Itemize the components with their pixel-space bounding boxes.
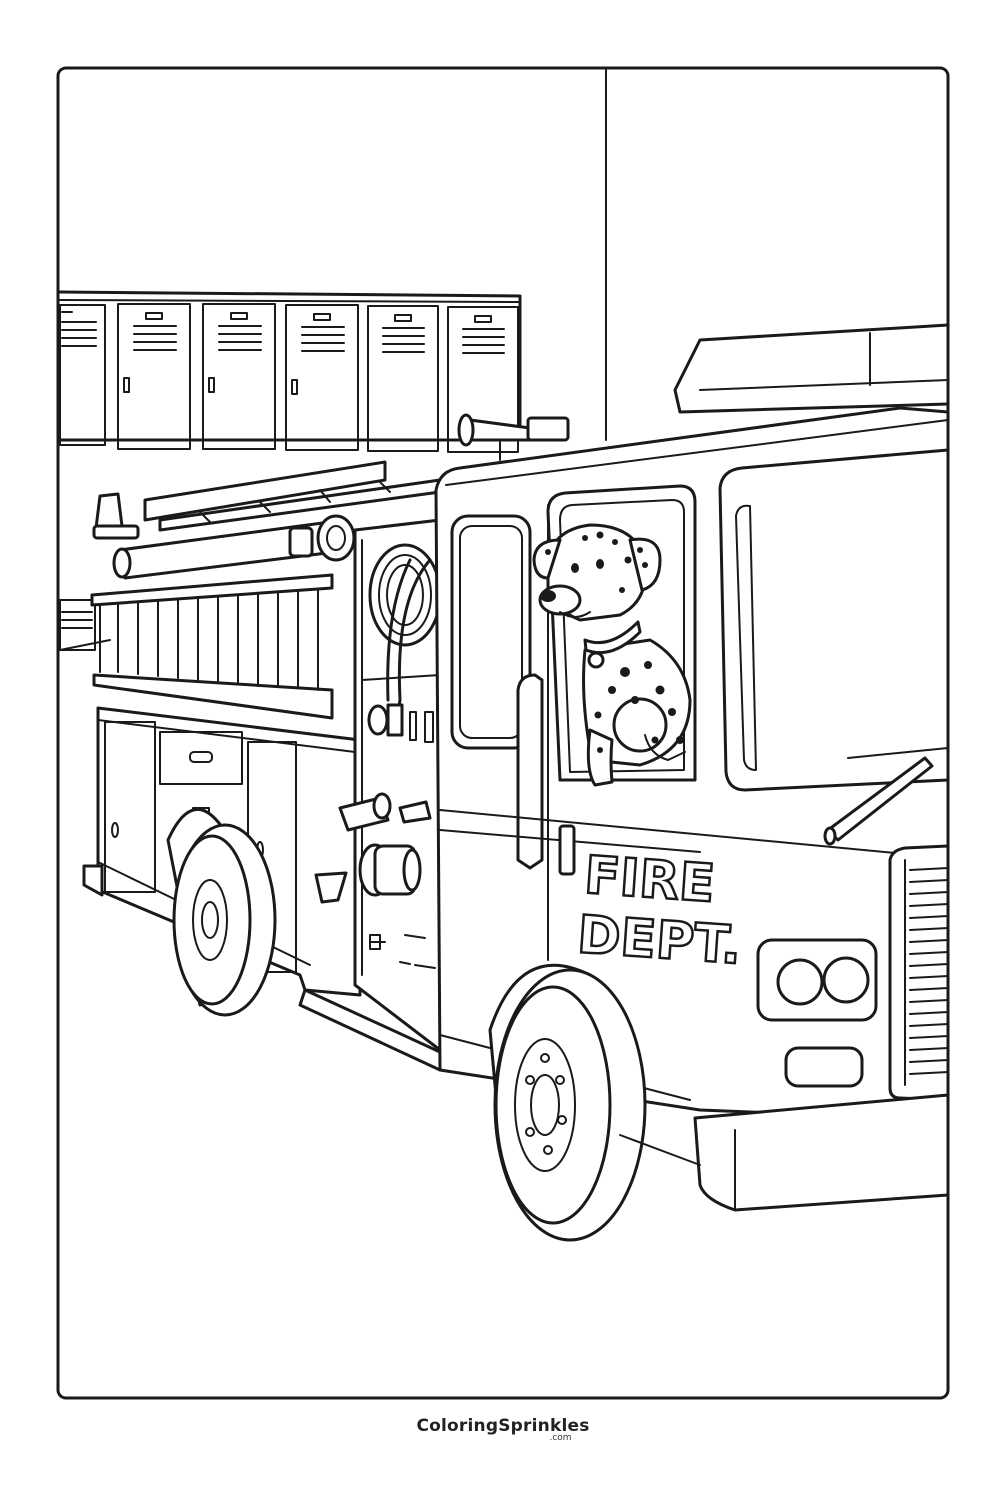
ladder bbox=[90, 573, 334, 720]
brand-name: ColoringSprinkles bbox=[416, 1416, 590, 1436]
brand-logo: ColoringSprinkles .com bbox=[0, 1416, 1006, 1443]
fire-truck: FIRE DEPT. bbox=[82, 323, 950, 1242]
lockers bbox=[58, 290, 522, 651]
floor-line bbox=[59, 639, 111, 651]
fire-dept-line2: DEPT. bbox=[575, 905, 743, 976]
fire-dept-line1: FIRE bbox=[582, 846, 716, 915]
dalmatian-dog bbox=[532, 523, 692, 787]
brand-domain: .com bbox=[549, 1433, 572, 1443]
